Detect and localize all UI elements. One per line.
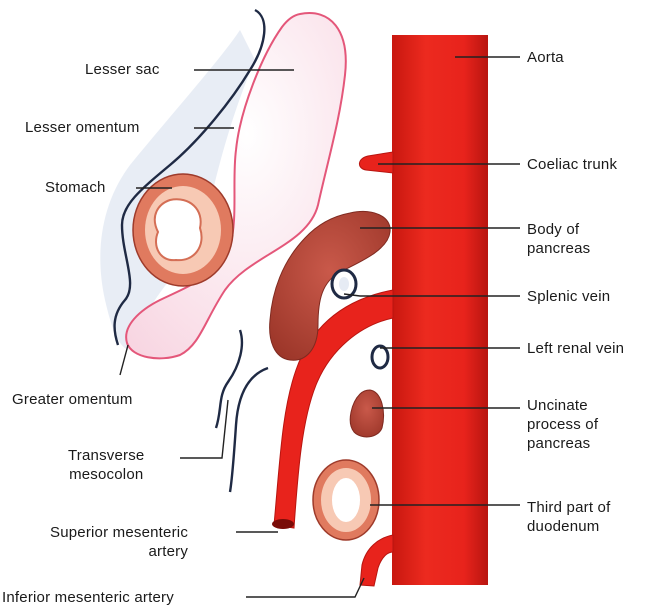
label-inferior-mesenteric-artery: Inferior mesenteric artery <box>2 588 174 607</box>
inferior-mesenteric-artery <box>360 535 393 586</box>
stomach <box>133 174 233 286</box>
third-part-of-duodenum <box>313 460 379 540</box>
left-renal-vein <box>372 346 388 368</box>
label-uncinate-process: Uncinate process of pancreas <box>527 396 598 453</box>
label-third-part-duodenum: Third part of duodenum <box>527 498 610 536</box>
label-greater-omentum: Greater omentum <box>12 390 133 409</box>
leader-greater-omentum <box>120 345 128 375</box>
label-body-of-pancreas: Body of pancreas <box>527 220 590 258</box>
label-stomach: Stomach <box>45 178 106 197</box>
leader-inferior-mesenteric-artery <box>246 578 364 597</box>
transverse-mesocolon-line <box>230 368 268 492</box>
coeliac-trunk <box>359 152 393 173</box>
label-splenic-vein: Splenic vein <box>527 287 610 306</box>
uncinate-process <box>350 390 383 437</box>
label-transverse-mesocolon: Transverse mesocolon <box>68 446 144 484</box>
label-superior-mesenteric-artery: Superior mesenteric artery <box>50 523 188 561</box>
label-left-renal-vein: Left renal vein <box>527 339 624 358</box>
label-lesser-omentum: Lesser omentum <box>25 118 140 137</box>
sma-cut-end <box>272 519 294 529</box>
label-lesser-sac: Lesser sac <box>85 60 160 79</box>
label-aorta: Aorta <box>527 48 564 67</box>
label-coeliac-trunk: Coeliac trunk <box>527 155 617 174</box>
splenic-vein <box>332 270 356 298</box>
aorta <box>392 35 488 585</box>
